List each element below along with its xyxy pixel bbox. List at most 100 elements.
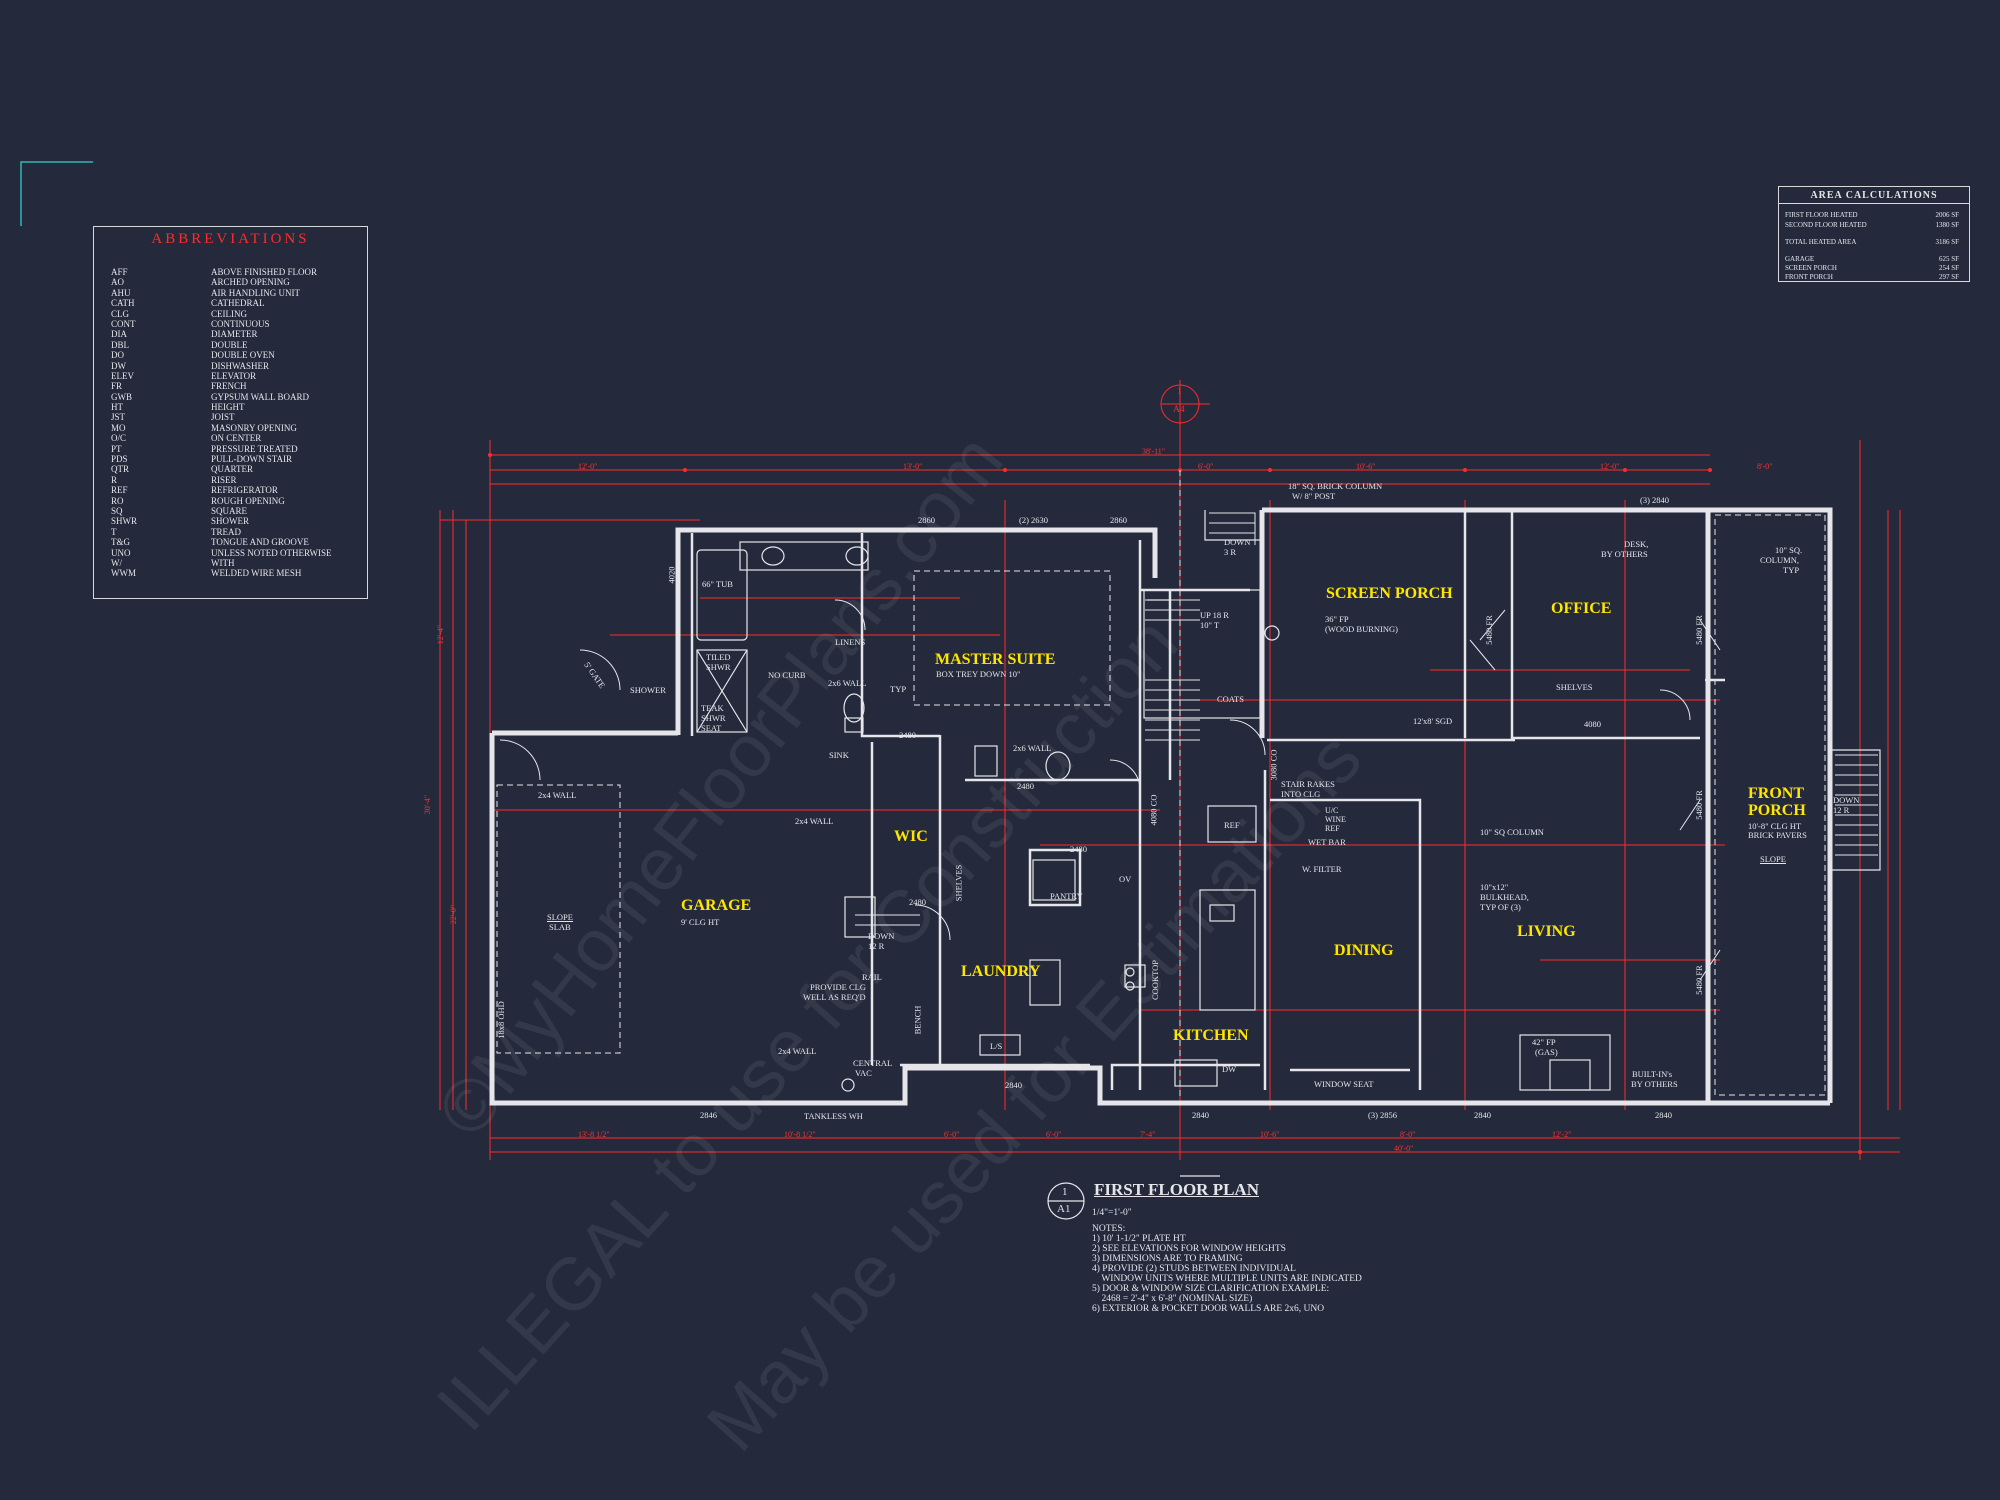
note-window-seat: WINDOW SEAT [1314, 1079, 1374, 1089]
note-sgd: 12'x8' SGD [1413, 716, 1453, 726]
note-w-filter: W. FILTER [1302, 864, 1342, 874]
note-typ: TYP [890, 684, 907, 694]
plan-note: 2468 = 2'-4" x 6'-8" (NOMINAL SIZE) [1092, 1294, 1253, 1304]
note-down-risers: 12 R [1833, 805, 1850, 815]
abbreviation-meaning: SQUARE [211, 505, 248, 516]
dim-top-a: 12'-0" [578, 462, 598, 471]
dashed-outlines [496, 470, 1826, 1100]
area-label: SCREEN PORCH [1785, 264, 1837, 272]
window-code: 2480 [1070, 844, 1087, 854]
plan-note: WINDOW UNITS WHERE MULTIPLE UNITS ARE IN… [1092, 1274, 1362, 1284]
note-tub: 66" TUB [702, 579, 733, 589]
note-up-stair: 10" T [1200, 620, 1220, 630]
section-marker-sheet: A4 [1173, 405, 1185, 415]
window-code: 2840 [1474, 1110, 1491, 1120]
window-code: 2860 [1110, 515, 1127, 525]
window-code: (2) 2630 [1019, 515, 1049, 525]
note-slope-slab: SLOPE [547, 912, 573, 922]
note-wet-bar: WET BAR [1308, 837, 1346, 847]
dim-bot-e: 7'-4" [1140, 1130, 1156, 1139]
note-brick-column: W/ 8" POST [1292, 491, 1336, 501]
abbreviation-meaning: ABOVE FINISHED FLOOR [211, 267, 318, 277]
note-tiled-shwr: SHWR [706, 662, 731, 672]
area-label: SECOND FLOOR HEATED [1785, 221, 1867, 229]
door-code: 5480 FR [1693, 965, 1704, 995]
dim-bot-g: 8'-0" [1400, 1130, 1416, 1139]
note-bulkhead: TYP OF (3) [1480, 902, 1521, 912]
abbreviation-meaning: ON CENTER [211, 433, 262, 444]
plan-title-marker [1047, 1175, 1220, 1220]
abbreviation-code: AO [111, 277, 124, 288]
room-master-suite: MASTER SUITE [935, 651, 1056, 668]
window-code: 2480 [1017, 781, 1034, 791]
abbreviation-row: CONT CONTINUOUS [111, 319, 361, 329]
note-slope-slab: SLAB [549, 922, 571, 932]
room-wic: WIC [894, 828, 928, 845]
abbreviation-code: GWB [111, 391, 132, 402]
note-stair-rakes: INTO CLG [1281, 789, 1321, 799]
note-dw: DW [1222, 1064, 1237, 1074]
area-value: 625 SF [1938, 255, 1959, 263]
plan-note: 1) 10' 1-1/2" PLATE HT [1092, 1234, 1186, 1244]
exterior-walls [489, 507, 1833, 1106]
abbreviation-code: CONT [111, 318, 136, 329]
note-sq-column-living: 10" SQ COLUMN [1480, 827, 1544, 837]
note-tankless: TANKLESS WH [804, 1111, 863, 1121]
note-slope-porch: SLOPE [1760, 854, 1786, 864]
abbreviation-meaning: CONTINUOUS [211, 318, 270, 329]
dim-left-total: 30'-4" [423, 794, 433, 815]
note-bench: BENCH [912, 1005, 923, 1035]
window-code: 4080 CO [1148, 794, 1159, 826]
dim-top-e: 12'-0" [1600, 462, 1620, 471]
note-shelves: SHELVES [953, 864, 964, 902]
note-ref: REF [1224, 820, 1240, 830]
room-dining: DINING [1334, 942, 1394, 959]
note-fp-gas: 42" FP [1532, 1037, 1556, 1047]
area-value: 297 SF [1938, 273, 1959, 281]
abbreviation-meaning: SHOWER [211, 516, 249, 527]
abbreviation-code: T [111, 526, 117, 537]
area-label: GARAGE [1785, 255, 1815, 263]
note-no-curb: NO CURB [768, 670, 806, 680]
stairs [855, 512, 1878, 926]
note-teak: SHWR [701, 713, 726, 723]
door-swings [499, 599, 1721, 981]
note-brick-column: 18" SQ. BRICK COLUMN [1288, 481, 1383, 491]
abbreviation-meaning: UNLESS NOTED OTHERWISE [211, 547, 332, 558]
dim-bot-c: 6'-0" [944, 1130, 960, 1139]
plan-note: 2) SEE ELEVATIONS FOR WINDOW HEIGHTS [1092, 1244, 1286, 1254]
abbreviation-meaning: WELDED WIRE MESH [211, 568, 302, 579]
abbreviation-meaning: GYPSUM WALL BOARD [211, 391, 310, 402]
abbreviation-meaning: DIAMETER [211, 329, 258, 340]
abbreviation-code: MO [111, 422, 126, 433]
fixtures [696, 510, 1881, 1092]
abbreviation-meaning: PULL-DOWN STAIR [211, 454, 293, 465]
section-marker [1160, 384, 1210, 424]
abbreviation-code: DIA [111, 329, 127, 340]
note-uc-wine: WINE [1325, 815, 1346, 824]
note-garage-clg: 9' CLG HT [681, 917, 720, 927]
note-bulkhead: 10"x12" [1480, 882, 1509, 892]
abbreviation-meaning: ROUGH OPENING [211, 495, 285, 506]
note-central-vac: VAC [855, 1068, 872, 1078]
note-coats: COATS [1217, 694, 1244, 704]
note-shelves: SHELVES [1556, 682, 1593, 692]
note-fp-gas: (GAS) [1535, 1047, 1558, 1057]
note-ohd: 18x8 OHD [495, 1001, 506, 1039]
area-value: 254 SF [1938, 264, 1959, 272]
